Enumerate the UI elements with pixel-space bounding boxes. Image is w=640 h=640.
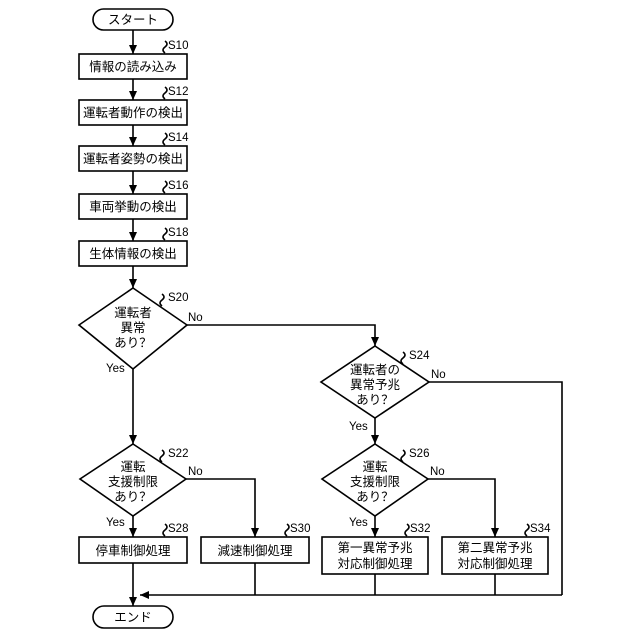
s18-leader [163, 228, 167, 240]
decision-s26-line3: あり？ [356, 489, 394, 504]
edge-s22-no-s30 [186, 479, 255, 537]
s26-no-label: No [430, 466, 445, 478]
process-s32: 第一異常予兆 対応制御処理 [322, 537, 428, 574]
s24-leader [401, 352, 405, 364]
decision-s26-line2: 支援制限 [350, 474, 401, 489]
s22-tag: S22 [168, 448, 188, 460]
process-s34-label-line2: 対応制御処理 [457, 556, 533, 571]
s34-leader [525, 524, 529, 536]
terminal-start: スタート [93, 9, 173, 30]
terminal-end-label: エンド [114, 610, 152, 625]
process-s14: 運転者姿勢の検出 [79, 146, 187, 171]
s32-tag: S32 [410, 523, 430, 535]
s26-leader [401, 450, 405, 462]
process-s28-label: 停車制御処理 [95, 543, 171, 558]
process-s34-label-line1: 第二異常予兆 [457, 540, 533, 555]
process-s12-label: 運転者動作の検出 [83, 105, 183, 120]
process-s32-label-line2: 対応制御処理 [337, 556, 413, 571]
decision-s24-line1: 運転者の [350, 362, 400, 377]
s16-tag: S16 [168, 180, 188, 192]
s20-yes-label: Yes [106, 363, 125, 375]
s16-leader [163, 181, 167, 193]
s22-yes-label: Yes [106, 517, 125, 529]
s24-tag: S24 [409, 350, 430, 362]
process-s16: 車両挙動の検出 [79, 194, 187, 219]
decision-s24-line2: 異常予兆 [350, 377, 401, 392]
s28-leader [163, 524, 167, 536]
s10-tag: S10 [168, 40, 188, 52]
s22-no-label: No [188, 466, 203, 478]
s32-leader [405, 524, 409, 536]
decision-s20-line2: 異常 [120, 320, 145, 335]
edge-s20-no-s24 [187, 325, 375, 346]
process-s30: 減速制御処理 [201, 537, 309, 563]
s14-leader [163, 133, 167, 145]
s26-tag: S26 [409, 448, 429, 460]
decision-s20-line3: あり？ [114, 335, 152, 350]
decision-s20-line1: 運転者 [114, 305, 152, 320]
process-s30-label: 減速制御処理 [217, 543, 293, 558]
s22-leader [160, 450, 164, 462]
process-s32-label-line1: 第一異常予兆 [337, 540, 413, 555]
s26-yes-label: Yes [349, 517, 368, 529]
decision-s22-line3: あり？ [114, 489, 152, 504]
s20-leader [160, 294, 164, 306]
s12-leader [163, 87, 167, 99]
process-s18: 生体情報の検出 [79, 241, 187, 266]
decision-s24-line3: あり？ [356, 392, 394, 407]
process-s10: 情報の読み込み [79, 54, 187, 79]
s28-tag: S28 [168, 523, 188, 535]
s12-tag: S12 [168, 86, 188, 98]
s24-yes-label: Yes [349, 421, 368, 433]
terminal-start-label: スタート [108, 12, 158, 27]
decision-s26-line1: 運転 [362, 459, 388, 474]
decision-s22-line1: 運転 [120, 459, 146, 474]
s20-no-label: No [188, 312, 203, 324]
terminal-end: エンド [93, 606, 173, 628]
s30-tag: S30 [290, 523, 310, 535]
decision-s22-line2: 支援制限 [108, 474, 159, 489]
process-s12: 運転者動作の検出 [79, 100, 187, 125]
process-s34: 第二異常予兆 対応制御処理 [442, 537, 548, 574]
process-s18-label: 生体情報の検出 [89, 246, 177, 261]
process-s14-label: 運転者姿勢の検出 [83, 151, 183, 166]
s14-tag: S14 [168, 132, 189, 144]
s20-tag: S20 [168, 292, 188, 304]
process-s28: 停車制御処理 [79, 537, 187, 563]
s34-tag: S34 [530, 523, 551, 535]
process-s16-label: 車両挙動の検出 [89, 199, 177, 214]
s24-no-label: No [431, 369, 446, 381]
process-s10-label: 情報の読み込み [89, 59, 177, 74]
edge-s26-no-s34 [428, 479, 495, 537]
s10-leader [163, 41, 167, 53]
s30-leader [285, 524, 289, 536]
s18-tag: S18 [168, 227, 188, 239]
